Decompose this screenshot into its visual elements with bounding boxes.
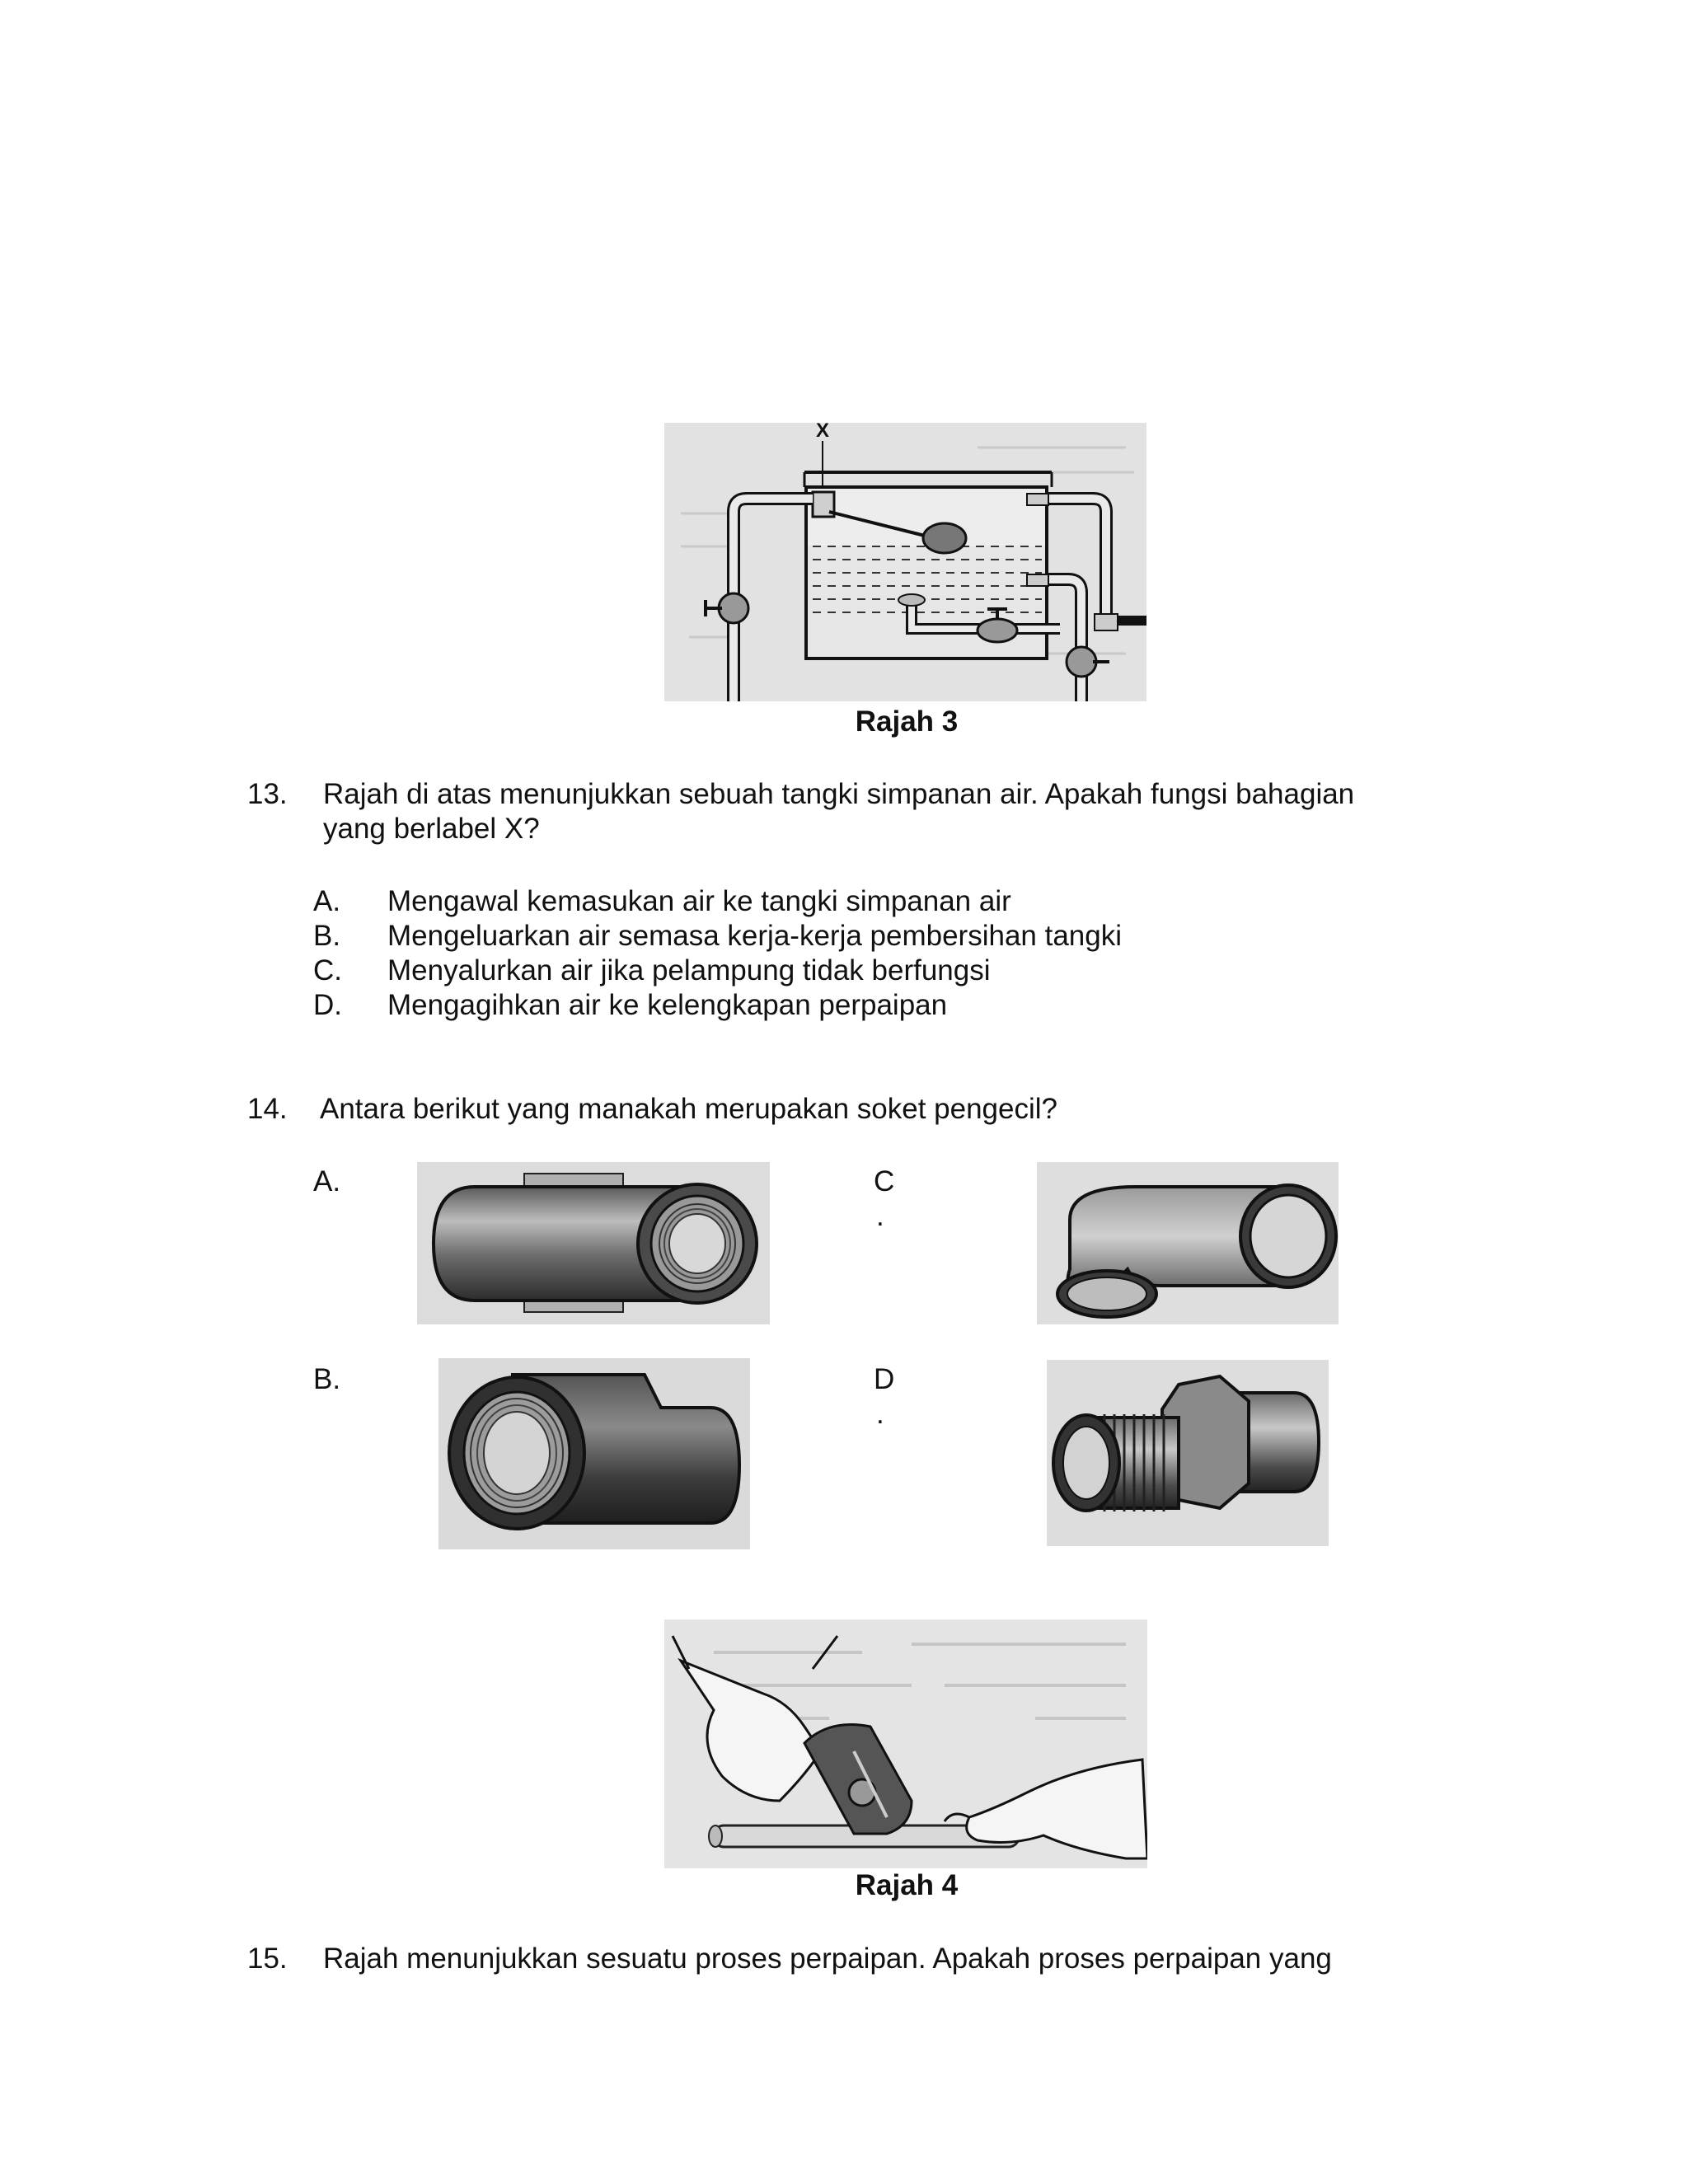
straight-socket-icon (431, 1173, 758, 1313)
figure-rajah-3: X (664, 423, 1146, 701)
q14-option-c-letter: C (874, 1165, 895, 1197)
question-14-number: 14. (247, 1093, 288, 1125)
q14-option-d-letter: D (874, 1363, 895, 1395)
q14-option-b-image[interactable] (438, 1358, 750, 1549)
question-15-text: Rajah menunjukkan sesuatu proses perpaip… (323, 1943, 1332, 1975)
question-13-number: 13. (247, 778, 288, 810)
figure-rajah-4 (664, 1619, 1147, 1868)
question-13-text-line-2: yang berlabel X? (323, 813, 540, 845)
figure-3-caption: Rajah 3 (855, 705, 959, 738)
tee-fitting-icon (1056, 1183, 1338, 1319)
question-14-text: Antara berikut yang manakah merupakan so… (320, 1093, 1057, 1125)
q13-option-d-letter: D. (313, 989, 342, 1021)
q14-option-c-image[interactable] (1037, 1162, 1339, 1324)
water-tank-diagram (664, 423, 1146, 701)
question-15-number: 15. (247, 1943, 288, 1975)
q13-option-a-text[interactable]: Mengawal kemasukan air ke tangki simpana… (387, 885, 1011, 917)
q14-option-d-dot: . (876, 1398, 884, 1430)
reducing-socket-icon (448, 1373, 742, 1530)
q13-option-b-letter: B. (313, 920, 341, 952)
question-13-text-line-1: Rajah di atas menunjukkan sebuah tangki … (323, 778, 1355, 810)
q14-option-b-letter: B. (313, 1363, 341, 1395)
q13-option-b-text[interactable]: Mengeluarkan air semasa kerja-kerja pemb… (387, 920, 1122, 952)
q13-option-d-text[interactable]: Mengagihkan air ke kelengkapan perpaipan (387, 989, 948, 1021)
q13-option-c-letter: C. (313, 954, 342, 987)
label-x: X (816, 423, 830, 442)
q13-option-c-text[interactable]: Menyalurkan air jika pelampung tidak ber… (387, 954, 991, 987)
q14-option-a-image[interactable] (417, 1162, 770, 1324)
q14-option-a-letter: A. (313, 1165, 341, 1197)
hex-nipple-adapter-icon (1052, 1374, 1321, 1512)
figure-4-caption: Rajah 4 (855, 1869, 959, 1901)
q14-option-c-dot: . (876, 1200, 884, 1232)
pipe-cutting-illustration (664, 1619, 1147, 1868)
q14-option-d-image[interactable] (1047, 1360, 1329, 1546)
q13-option-a-letter: A. (313, 885, 341, 917)
